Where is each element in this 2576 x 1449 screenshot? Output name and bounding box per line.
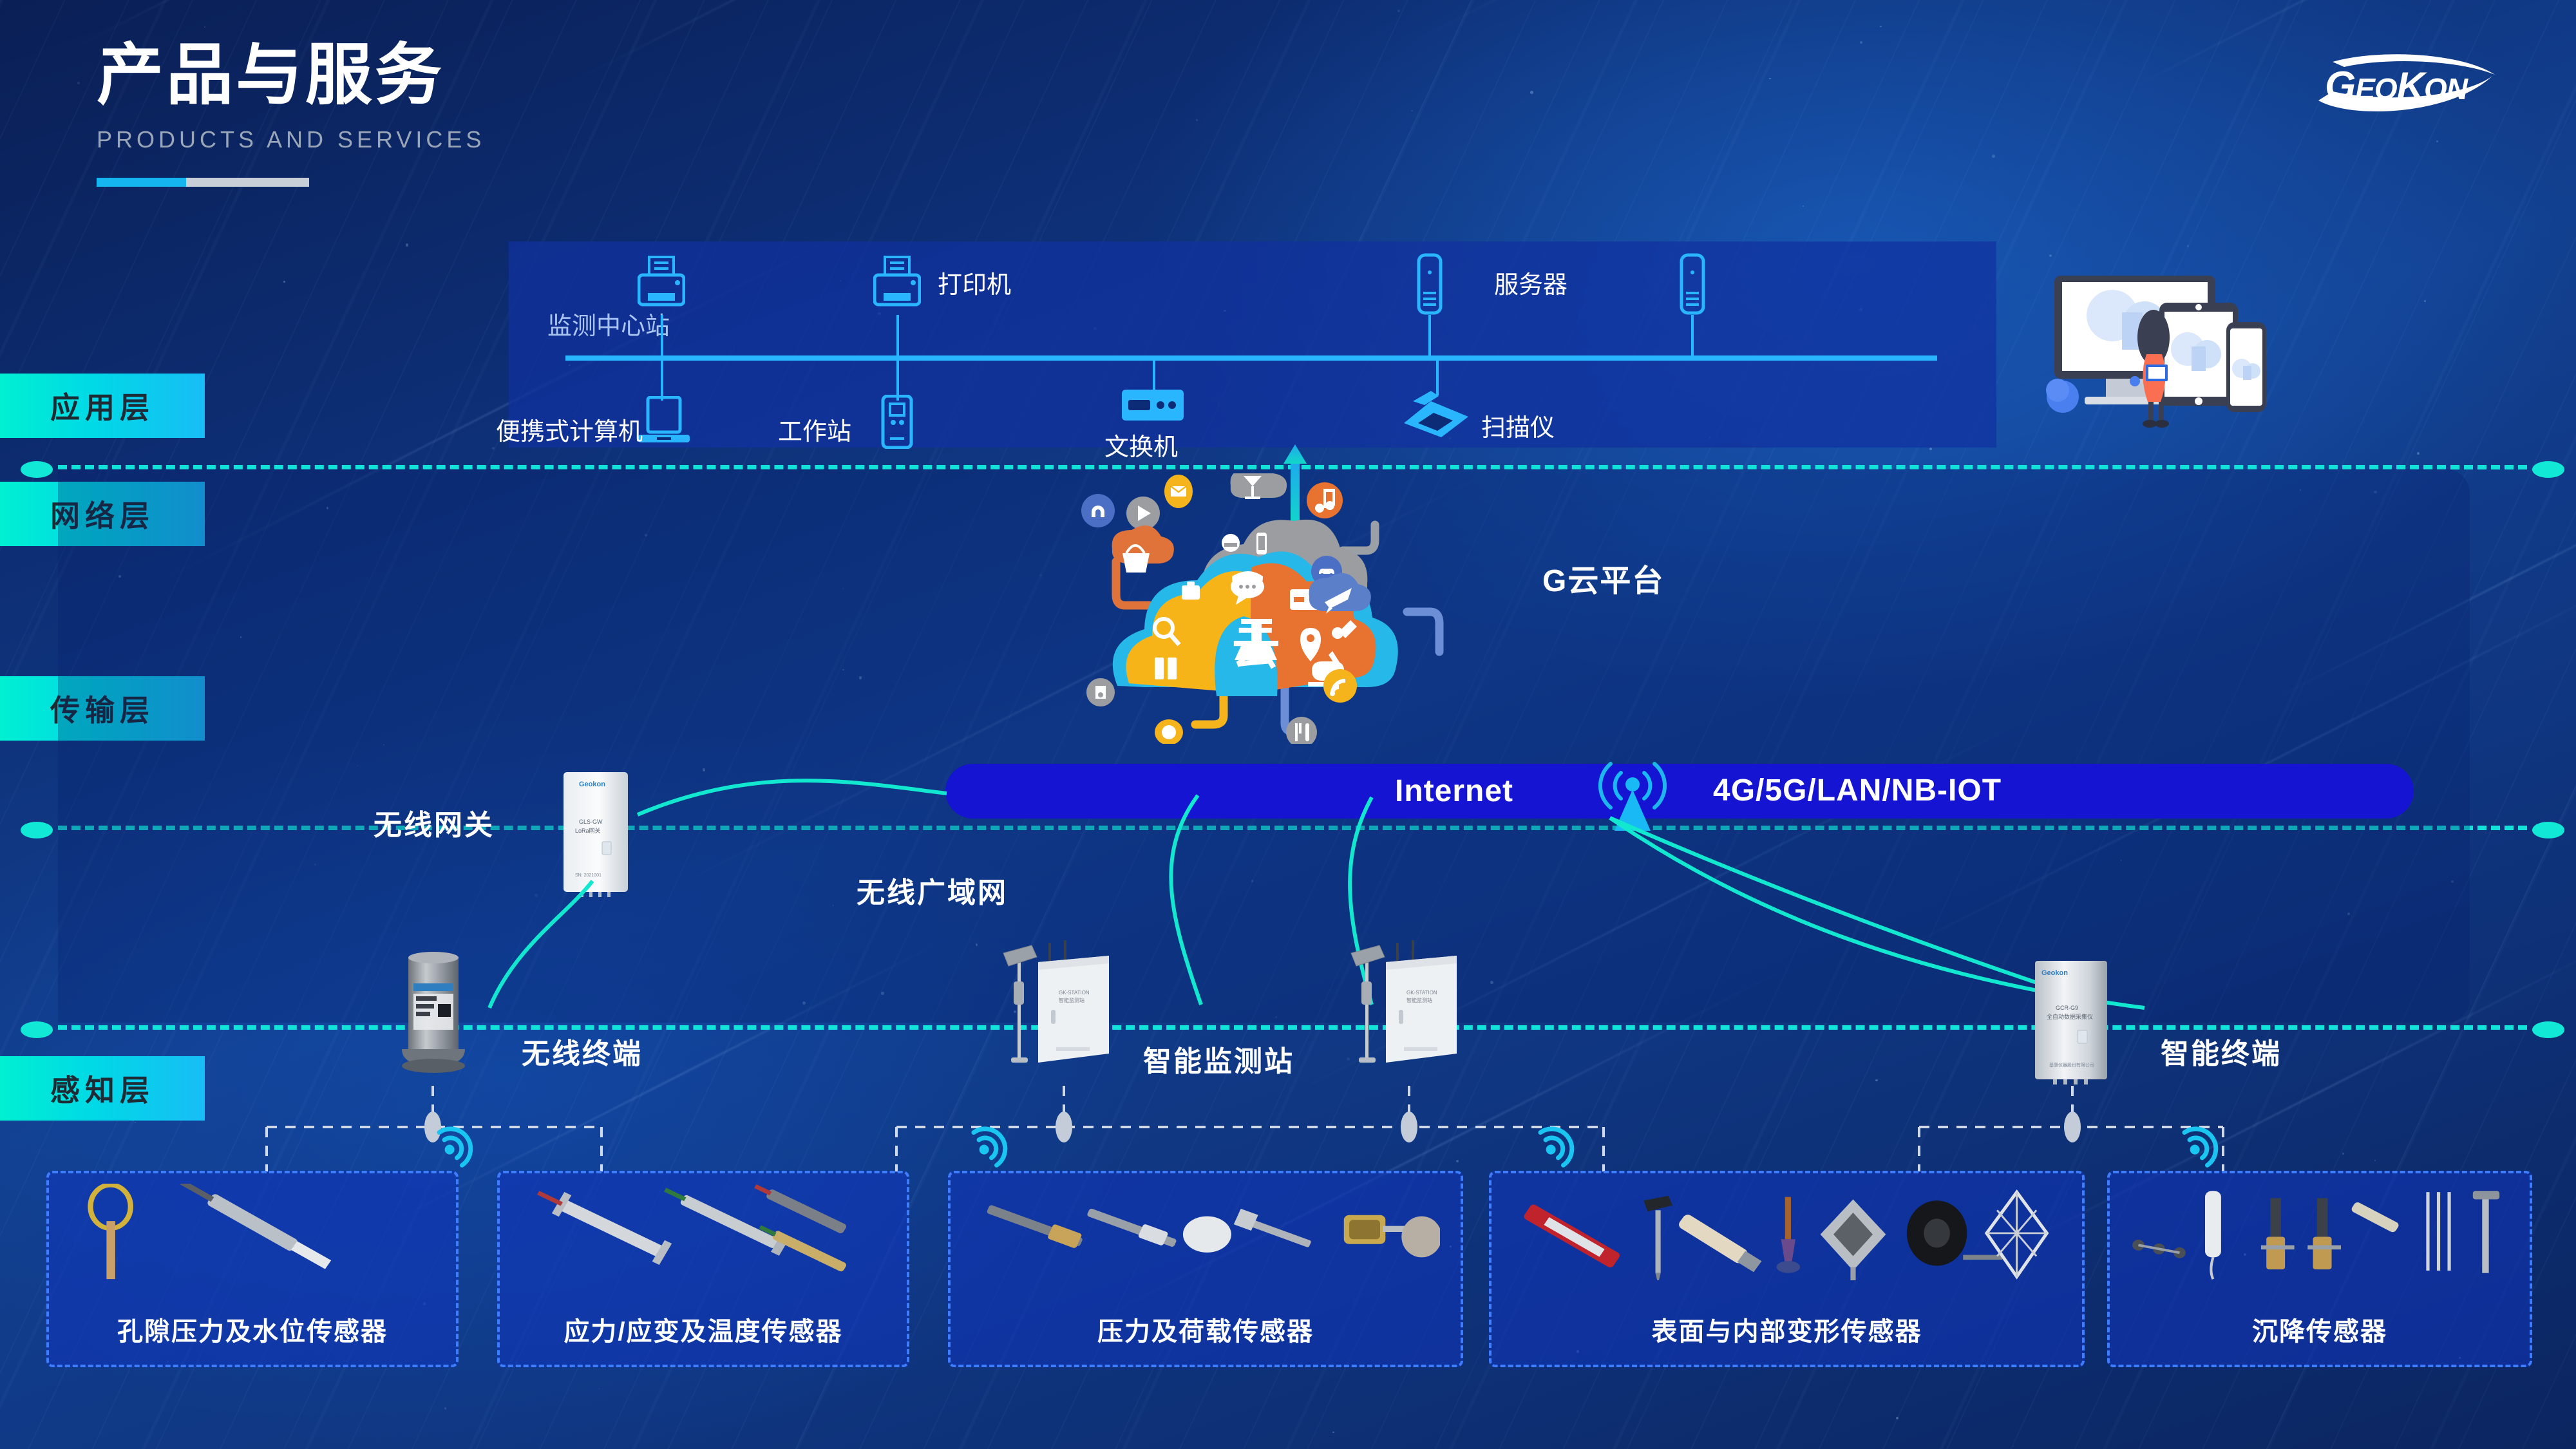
sensor-card-label: 孔隙压力及水位传感器 bbox=[49, 1311, 456, 1348]
connector-stem bbox=[1691, 315, 1694, 358]
cloud-platform-label: G云平台 bbox=[1542, 555, 1664, 600]
background-dot bbox=[406, 243, 408, 246]
svg-text:LoRa网关: LoRa网关 bbox=[575, 827, 601, 834]
internet-label: Internet bbox=[1395, 773, 1513, 809]
connector-stem bbox=[896, 315, 899, 358]
sensor-card-label: 表面与内部变形传感器 bbox=[1492, 1311, 2082, 1348]
server-label: 服务器 bbox=[1494, 265, 1567, 300]
smart-monitoring-station-device[interactable]: GK-STATION 智能监测站 bbox=[1340, 940, 1478, 1082]
background-dot bbox=[1530, 91, 1533, 94]
connector-stem bbox=[661, 315, 663, 358]
layer-label: 应用层 bbox=[50, 384, 155, 427]
laptop-icon[interactable] bbox=[636, 396, 692, 450]
background-dot bbox=[1896, 1417, 1899, 1419]
sensor-images bbox=[516, 1184, 890, 1280]
connector-stem bbox=[661, 361, 663, 401]
printer-icon[interactable] bbox=[638, 256, 685, 318]
sensor-card-deformation[interactable]: 表面与内部变形传感器 bbox=[1489, 1171, 2085, 1367]
svg-text:GK-STATION: GK-STATION bbox=[1059, 990, 1090, 996]
background-dot bbox=[283, 281, 285, 283]
laptop-label: 便携式计算机 bbox=[496, 412, 643, 447]
smart-terminal-label: 智能终端 bbox=[2161, 1030, 2282, 1072]
printer-label: 打印机 bbox=[938, 265, 1011, 300]
sensor-card-pressure-load[interactable]: 压力及荷载传感器 bbox=[948, 1171, 1463, 1367]
background-dot bbox=[2374, 1160, 2376, 1161]
background-dot bbox=[1992, 155, 1995, 158]
workstation-label: 工作站 bbox=[778, 412, 851, 447]
svg-text:智能监测站: 智能监测站 bbox=[1406, 997, 1432, 1003]
svg-text:智能监测站: 智能监测站 bbox=[1059, 997, 1084, 1003]
background-dot bbox=[1875, 1079, 1877, 1081]
smart-monitoring-station-label: 智能监测站 bbox=[1143, 1038, 1294, 1079]
svg-text:GCR-G9: GCR-G9 bbox=[2056, 1005, 2078, 1011]
svg-text:Geokon: Geokon bbox=[2041, 969, 2068, 977]
network-tech-label: 4G/5G/LAN/NB-IOT bbox=[1713, 773, 2002, 808]
multi-device-illustration bbox=[2000, 251, 2289, 438]
network-bus-line bbox=[565, 355, 1937, 361]
workstation-icon[interactable] bbox=[881, 395, 913, 452]
background-dot bbox=[135, 1122, 136, 1123]
scanner-icon[interactable] bbox=[1399, 390, 1473, 443]
wireless-gateway-device[interactable]: Geokon GLS-GW LoRa网关 SN: 2021001 bbox=[557, 770, 634, 898]
geokon-logo[interactable]: GEOKON bbox=[2313, 50, 2500, 118]
connector-stem bbox=[1428, 315, 1431, 358]
wireless-terminal-device[interactable] bbox=[392, 950, 475, 1075]
sensor-images bbox=[971, 1184, 1441, 1280]
sensor-images bbox=[1515, 1184, 2059, 1280]
sensor-card-label: 沉降传感器 bbox=[2110, 1311, 2530, 1348]
smart-monitoring-station-device[interactable]: GK-STATION 智能监测站 bbox=[992, 940, 1130, 1082]
svg-text:Geokon: Geokon bbox=[579, 781, 605, 788]
scanner-label: 扫描仪 bbox=[1481, 408, 1555, 443]
printer-icon[interactable] bbox=[873, 256, 921, 318]
wireless-gateway-label: 无线网关 bbox=[374, 802, 495, 843]
cloud-center-text: 云 bbox=[1232, 623, 1278, 674]
svg-text:GK-STATION: GK-STATION bbox=[1406, 990, 1437, 996]
title-underline-rule bbox=[97, 178, 309, 187]
sensor-images bbox=[2126, 1184, 2513, 1280]
page-header: 产品与服务 PRODUCTS AND SERVICES bbox=[97, 39, 485, 187]
svg-text:GLS-GW: GLS-GW bbox=[579, 819, 603, 825]
switch-icon[interactable] bbox=[1121, 388, 1185, 425]
cloud-platform-illustration: 云 bbox=[1072, 473, 1497, 744]
wireless-terminal-label: 无线终端 bbox=[522, 1030, 643, 1072]
application-layer-panel: 监测中心站 打印机 服务器 便携式计算机 工作站 文换机 扫描仪 bbox=[509, 242, 1996, 448]
sensor-images bbox=[65, 1184, 439, 1280]
sensor-card-stress-strain[interactable]: 应力/应变及温度传感器 bbox=[497, 1171, 909, 1367]
page-title: 产品与服务 bbox=[97, 39, 485, 112]
server-icon[interactable] bbox=[1417, 253, 1443, 318]
server-icon[interactable] bbox=[1680, 253, 1705, 318]
sensor-card-pore-pressure[interactable]: 孔隙压力及水位传感器 bbox=[46, 1171, 459, 1367]
page-subtitle: PRODUCTS AND SERVICES bbox=[97, 126, 485, 153]
switch-label: 文换机 bbox=[1104, 427, 1178, 462]
sensor-card-label: 压力及荷载传感器 bbox=[951, 1311, 1461, 1348]
layer-badge-perception[interactable]: 感知层 bbox=[0, 1056, 205, 1121]
layer-label: 感知层 bbox=[50, 1067, 155, 1110]
svg-text:GEOKON: GEOKON bbox=[2325, 64, 2468, 108]
sensor-card-settlement[interactable]: 沉降传感器 bbox=[2107, 1171, 2532, 1367]
background-dot bbox=[444, 1407, 446, 1409]
sensor-card-label: 应力/应变及温度传感器 bbox=[500, 1311, 907, 1348]
background-dot bbox=[2436, 140, 2438, 142]
background-dot bbox=[2424, 300, 2426, 302]
smart-terminal-device[interactable]: Geokon GCR-G9 全自动数据采集仪 基康仪器股份有限公司 bbox=[2030, 958, 2114, 1087]
svg-text:全自动数据采集仪: 全自动数据采集仪 bbox=[2047, 1013, 2093, 1020]
background-dot bbox=[1196, 119, 1197, 120]
antenna-icon bbox=[1581, 760, 1684, 837]
layer-badge-application[interactable]: 应用层 bbox=[0, 374, 205, 438]
wireless-wan-label: 无线广域网 bbox=[857, 869, 1008, 911]
background-dot bbox=[2417, 452, 2420, 455]
svg-text:基康仪器股份有限公司: 基康仪器股份有限公司 bbox=[2049, 1062, 2094, 1068]
svg-text:SN: 2021001: SN: 2021001 bbox=[575, 873, 601, 878]
